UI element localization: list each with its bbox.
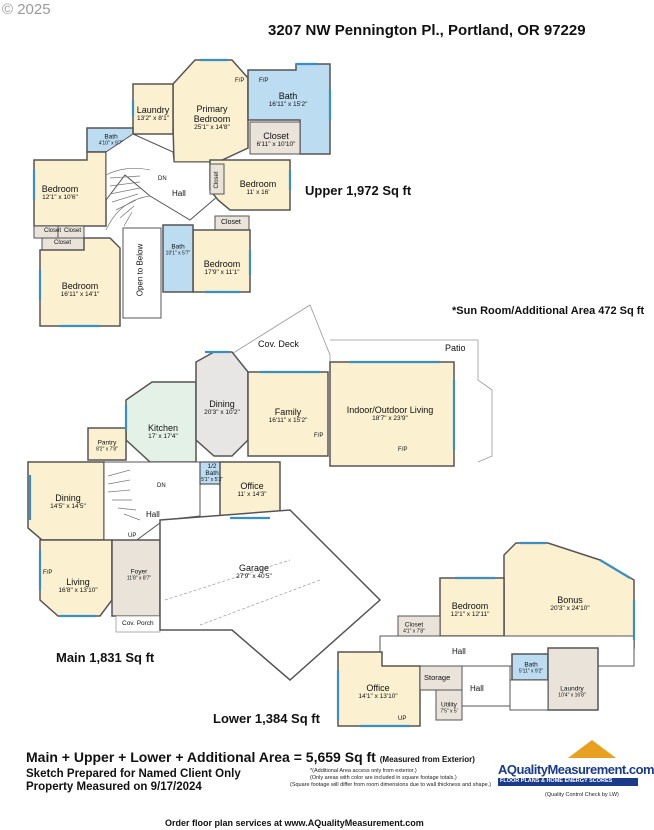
floor-plan-drawing — [27, 58, 636, 728]
laundry-lower-shape — [547, 647, 599, 711]
primary-closet-shape — [249, 121, 301, 155]
garage-shape — [159, 509, 382, 681]
label-fp-main-2: F/P — [398, 447, 408, 453]
garage-door-marks — [164, 559, 321, 626]
window-marks — [28, 58, 636, 728]
lower-outer-shape — [509, 679, 549, 711]
main-stair-treads — [107, 469, 141, 521]
lower-small-hall-shape — [461, 665, 511, 707]
label-closet-u5: Closet — [214, 171, 220, 189]
copyright-text: © 2025 — [2, 1, 51, 18]
total-area-line: Main + Upper + Lower + Additional Area =… — [26, 749, 475, 765]
label-fp-main-1: F/P — [314, 433, 324, 439]
order-services-text: Order floor plan services at www.AQualit… — [165, 818, 424, 828]
bath-upper-2-shape — [162, 224, 194, 293]
label-up-main: UP — [128, 533, 137, 539]
note-additional-area: *(Additional Area access only from exter… — [310, 768, 417, 774]
measured-date: Property Measured on 9/17/2024 — [26, 781, 202, 793]
label-closet-u2: Closet — [64, 228, 82, 234]
logo-bar — [498, 778, 638, 786]
lower-floor-label: Lower 1,384 Sq ft — [213, 711, 320, 726]
sketch-note: Sketch Prepared for Named Client Only — [26, 768, 241, 780]
label-patio: Patio — [445, 343, 466, 353]
family-shape — [247, 371, 329, 457]
logo-name: AQualityMeasurement.com — [498, 762, 654, 777]
main-floor-label: Main 1,831 Sq ft — [56, 650, 155, 665]
label-dn-main: DN — [157, 483, 166, 489]
logo-tagline: FLOOR PLANS & HOME ENERGY SCORES — [500, 778, 613, 784]
label-closet-u1: Closet — [44, 228, 62, 234]
patio-outline — [330, 339, 493, 463]
sunroom-note: *Sun Room/Additional Area 472 Sq ft — [452, 305, 645, 317]
logo-house-icon — [568, 740, 616, 758]
label-dn-upper: DN — [158, 176, 167, 182]
label-storage: Storage — [424, 673, 451, 682]
kitchen-shape — [125, 381, 197, 463]
foyer-shape — [111, 539, 161, 617]
property-address: 3207 NW Pennington Pl., Portland, OR 972… — [268, 22, 586, 39]
label-fp-upper-1: F/P — [235, 78, 245, 84]
quality-control-note: (Quality Control Check by LW) — [545, 792, 619, 798]
label-hall-upper: Hall — [172, 189, 186, 198]
office-main-shape — [219, 461, 281, 519]
label-fp-main-3: F/P — [43, 570, 53, 576]
open-to-below-shape — [122, 227, 162, 319]
company-logo: AQualityMeasurement.com FLOOR PLANS & HO… — [498, 740, 654, 788]
upper-stair-treads — [105, 168, 151, 231]
label-hall-lower-1: Hall — [452, 647, 466, 656]
label-cov-deck: Cov. Deck — [258, 339, 299, 349]
closet-upper-middle-shape — [209, 163, 225, 195]
label-hall-main: Hall — [146, 510, 160, 519]
note-square-footage: (Square footage will differ from room di… — [290, 782, 492, 788]
label-up-lower: UP — [398, 716, 407, 722]
label-closet-u3: Closet — [54, 240, 72, 246]
label-closet-u4: Closet — [221, 219, 241, 226]
bedroom-upper-lower-shape — [39, 237, 121, 327]
label-open-to-below: Open to Below — [135, 243, 145, 297]
indoor-outdoor-shape — [329, 361, 455, 467]
label-cov-porch: Cov. Porch — [122, 620, 154, 627]
upper-floor-label: Upper 1,972 Sq ft — [305, 183, 412, 198]
bedroom-lower-shape — [439, 577, 505, 637]
note-colored-areas: (Only areas with color are included in s… — [310, 775, 457, 781]
primary-bath-shape — [247, 63, 331, 155]
pantry-shape — [87, 427, 127, 461]
label-fp-upper-2: F/P — [259, 78, 269, 84]
laundry-upper-shape — [132, 83, 174, 135]
label-hall-lower-2: Hall — [470, 684, 484, 693]
